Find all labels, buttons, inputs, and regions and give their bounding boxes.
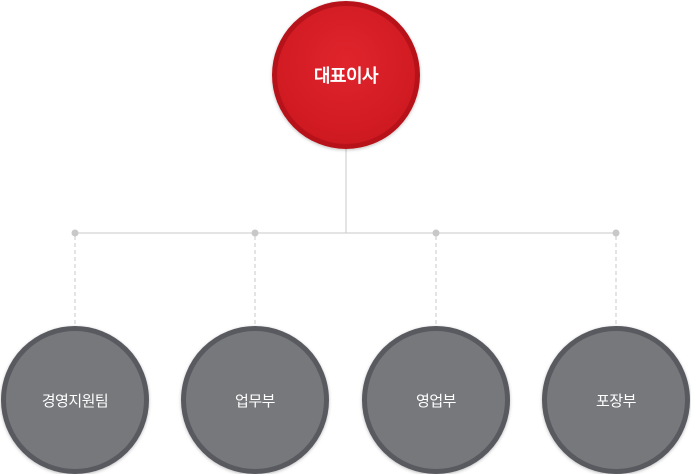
ceo-label: 대표이사 xyxy=(313,66,379,87)
junction-dot xyxy=(71,229,79,237)
dept-node-management-support: 경영지원팀 xyxy=(1,326,149,474)
dept-node-packaging: 포장부 xyxy=(542,326,690,474)
dept-label: 포장부 xyxy=(596,391,636,410)
junction-dot xyxy=(612,229,620,237)
junction-dot xyxy=(432,229,440,237)
ceo-node: 대표이사 xyxy=(272,1,420,149)
dept-label: 업무부 xyxy=(235,391,275,410)
dept-node-sales: 영업부 xyxy=(362,326,510,474)
dept-node-business: 업무부 xyxy=(181,326,329,474)
dept-label: 경영지원팀 xyxy=(41,391,109,410)
dept-label: 영업부 xyxy=(416,391,456,410)
junction-dot xyxy=(251,229,259,237)
